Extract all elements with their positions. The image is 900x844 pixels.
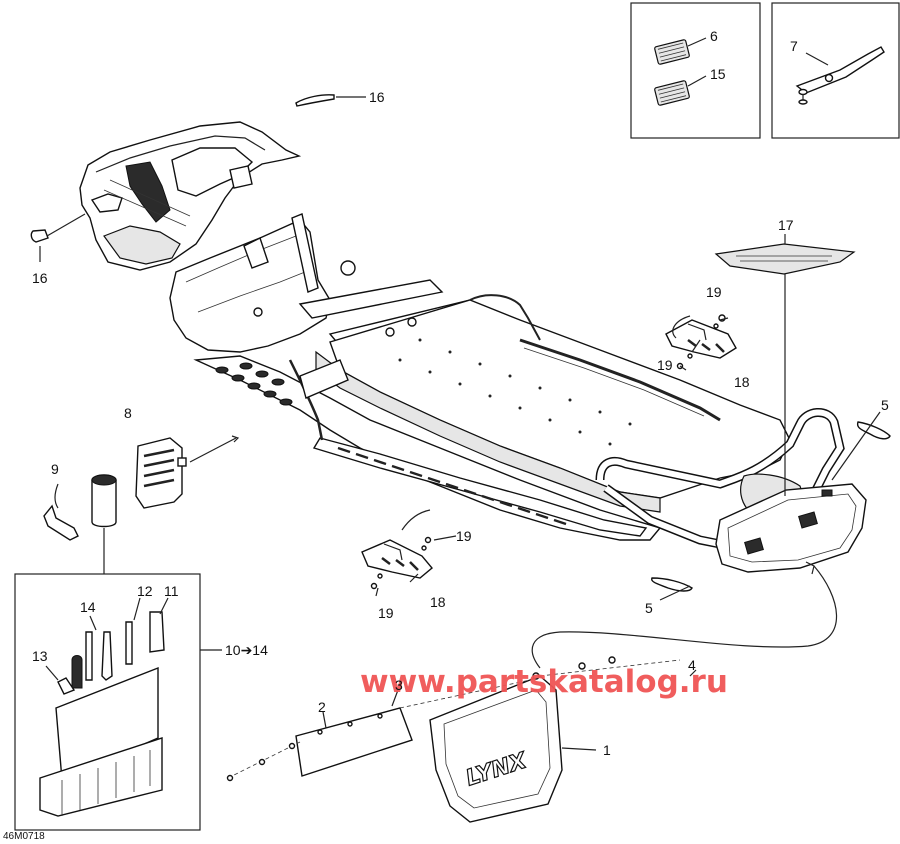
- part-16-lower: [30, 213, 86, 262]
- callout-19-upper-left: 19: [657, 357, 673, 373]
- callout-1: 1: [603, 742, 611, 758]
- footrest-lower: [361, 539, 433, 579]
- callouts: 1 2 3 4 5 5 6 7 8 9 10➔14 11 12 13 14 15…: [32, 28, 889, 758]
- callout-18-lower: 18: [430, 594, 446, 610]
- footrest-upper: [665, 319, 737, 359]
- callout-4: 4: [688, 657, 696, 673]
- callout-18-upper: 18: [734, 374, 750, 390]
- callout-3: 3: [395, 677, 403, 693]
- callout-14: 14: [80, 599, 96, 615]
- part-9-strap: [43, 483, 79, 541]
- inset-box-bracket: [771, 2, 900, 139]
- leader-lines: [189, 315, 881, 669]
- callout-16-upper: 16: [369, 89, 385, 105]
- running-board-slots: [337, 446, 567, 526]
- callout-6: 6: [710, 28, 718, 44]
- tool-canister: [91, 474, 117, 574]
- callout-17: 17: [778, 217, 794, 233]
- callout-19-lower-left: 19: [378, 605, 394, 621]
- callout-10-14: 10➔14: [225, 642, 268, 658]
- callout-9: 9: [51, 461, 59, 477]
- callout-19-upper-right: 19: [706, 284, 722, 300]
- front-hood-panel: [79, 121, 302, 271]
- part-16-upper: [295, 94, 366, 107]
- part-5-caps: [651, 421, 891, 592]
- callout-5-lower: 5: [645, 600, 653, 616]
- callout-12: 12: [137, 583, 153, 599]
- callout-13: 13: [32, 648, 48, 664]
- drawing-code: 46M0718: [3, 831, 45, 842]
- part-17-decal: [714, 234, 856, 496]
- inset-box-decals: [630, 2, 761, 139]
- callout-19-lower-right: 19: [456, 528, 472, 544]
- rear-bumper-plate: [715, 483, 867, 573]
- callout-5-upper: 5: [881, 397, 889, 413]
- watermark: www.partskatalog.ru: [360, 664, 728, 700]
- fastener-line: [226, 656, 697, 782]
- part-1-mudflap: LYNX: [429, 675, 597, 823]
- part-8-box: [135, 437, 187, 509]
- deck-rivets: [398, 338, 632, 446]
- callout-16-lower: 16: [32, 270, 48, 286]
- toolkit-box: [14, 573, 222, 831]
- chassis-frame: [169, 213, 791, 541]
- callout-7: 7: [790, 38, 798, 54]
- callout-11: 11: [164, 583, 179, 599]
- part-3-plate: [295, 707, 413, 777]
- floor-holes: [215, 362, 293, 406]
- callout-8: 8: [124, 405, 132, 421]
- callout-2: 2: [318, 699, 326, 715]
- callout-15: 15: [710, 66, 726, 82]
